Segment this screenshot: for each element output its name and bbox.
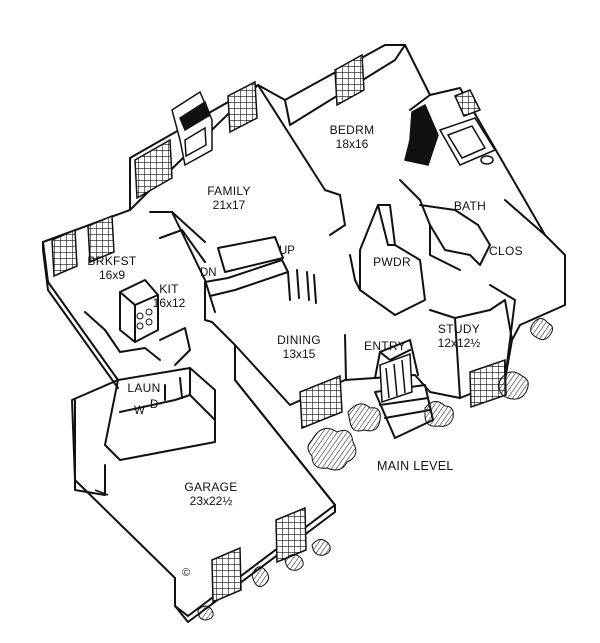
room-name: FAMILY <box>207 184 251 198</box>
shrub <box>284 554 304 571</box>
room-label-bedroom: BEDRM 18x16 <box>330 123 375 151</box>
room-label-breakfast: BRKFST 16x9 <box>87 254 136 282</box>
room-dimensions: 18x16 <box>335 137 369 151</box>
breakfast-window-2 <box>87 214 115 264</box>
shrub <box>251 566 270 588</box>
room-label-garage: GARAGE 23x22½ <box>184 480 237 508</box>
room-dimensions: 21x17 <box>212 198 246 212</box>
room-dimensions: 16x12 <box>152 296 186 310</box>
dining-window <box>299 374 343 430</box>
stair-down-label: DN <box>200 267 217 279</box>
shrub <box>347 403 381 432</box>
room-label-entry: ENTRY <box>364 339 406 353</box>
shrub <box>197 605 214 621</box>
room-label-bath: BATH <box>454 199 486 213</box>
room-name: LAUN <box>127 381 161 395</box>
bath-window <box>453 89 482 117</box>
room-dimensions: 23x22½ <box>189 494 233 508</box>
room-label-study: STUDY 12x12½ <box>438 322 481 350</box>
room-label-family: FAMILY 21x17 <box>207 184 251 212</box>
family-window-left <box>134 138 173 200</box>
plan-caption: MAIN LEVEL <box>377 459 454 473</box>
shrub <box>311 539 331 556</box>
room-name: BATH <box>453 199 487 213</box>
shrub <box>307 427 357 471</box>
room-label-kitchen: KIT 16x12 <box>153 282 186 310</box>
bedroom-window <box>334 53 365 107</box>
breakfast-window-1 <box>51 228 78 278</box>
room-name: PWDR <box>373 255 411 269</box>
room-label-closet: CLOS <box>489 244 523 258</box>
room-name: DINING <box>277 333 321 347</box>
room-name: STUDY <box>437 322 481 336</box>
washer-label: W <box>134 405 145 417</box>
shrub <box>498 371 529 400</box>
shrub <box>424 401 454 427</box>
room-label-dining: DINING 13x15 <box>277 333 321 361</box>
room-name: KIT <box>159 282 179 296</box>
room-dimensions: 12x12½ <box>437 336 481 350</box>
garage-window-2 <box>275 506 307 564</box>
dryer-label: D <box>150 399 159 411</box>
stair-up-label: UP <box>279 245 295 257</box>
room-name: BEDRM <box>329 123 375 137</box>
exterior-wall-outline <box>42 44 566 617</box>
room-name: BRKFST <box>87 254 137 268</box>
room-name: GARAGE <box>184 480 238 494</box>
room-dimensions: 16x9 <box>98 268 126 282</box>
shrub <box>530 318 554 341</box>
garage-window-1 <box>211 546 242 604</box>
room-name: CLOS <box>489 244 523 258</box>
room-dimensions: 13x15 <box>282 347 316 361</box>
room-label-powder: PWDR <box>373 255 411 269</box>
room-label-laundry: LAUN <box>127 381 160 395</box>
copyright-symbol: © <box>182 567 191 579</box>
family-window-right <box>227 80 258 134</box>
room-name: ENTRY <box>364 339 406 353</box>
